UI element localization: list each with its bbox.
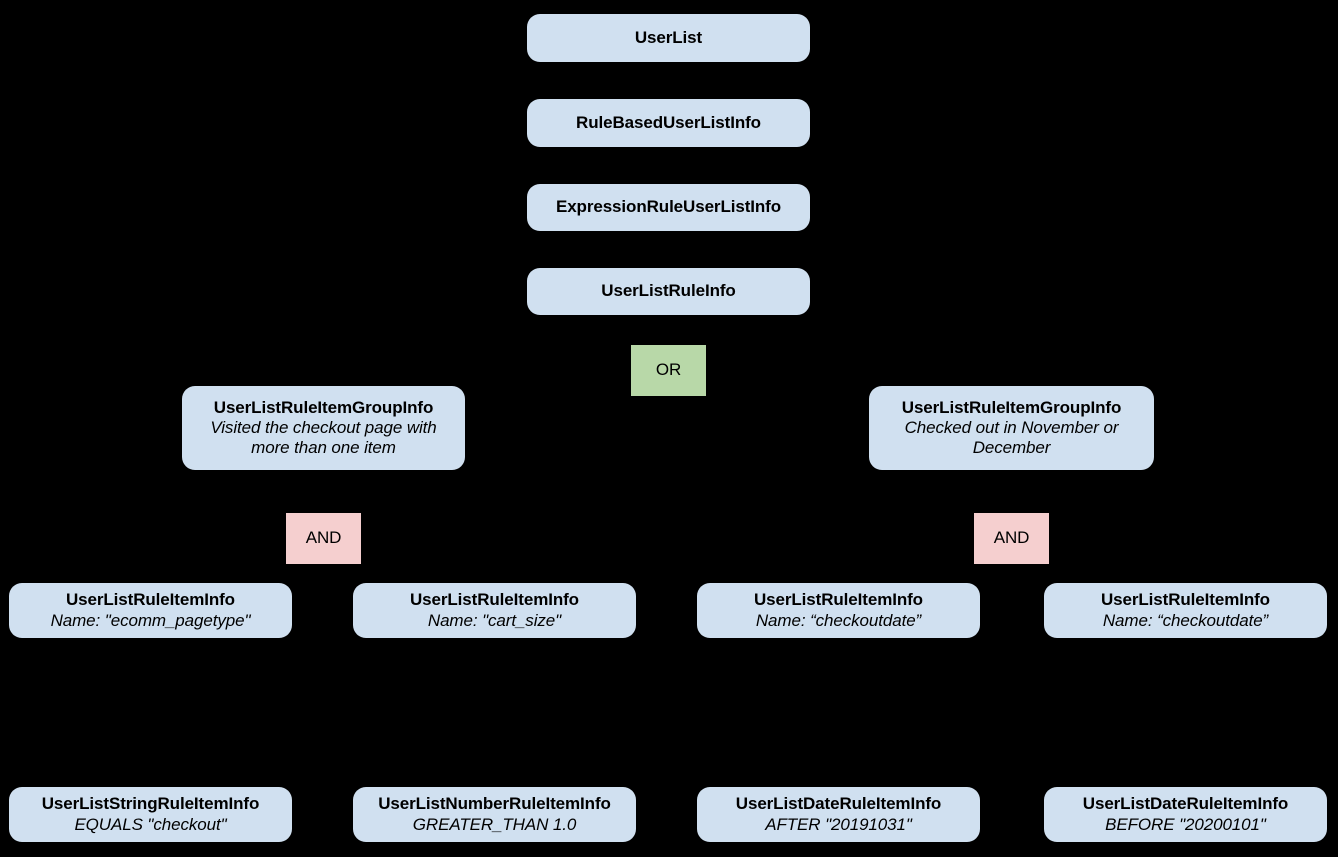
node-item-4[interactable]: UserListRuleItemInfo Name: “checkoutdate… [1044, 583, 1327, 638]
node-group-left-subtitle: Visited the checkout page with more than… [210, 417, 437, 458]
connector-ruleinfo-to-or [668, 315, 670, 345]
connector-and-left-to-item-1 [150, 566, 152, 584]
connector-and-right-to-item-4 [1185, 566, 1187, 584]
node-or-operator-label: OR [655, 360, 682, 380]
node-item-3[interactable]: UserListRuleItemInfo Name: “checkoutdate… [697, 583, 980, 638]
node-leaf-2-title: UserListNumberRuleItemInfo [378, 794, 611, 814]
node-item-4-title: UserListRuleItemInfo [1101, 590, 1270, 610]
node-rule-based-user-list-info-title: RuleBasedUserListInfo [576, 112, 761, 132]
node-group-left-title: UserListRuleItemGroupInfo [213, 397, 434, 417]
node-item-3-title: UserListRuleItemInfo [754, 590, 923, 610]
connector-expression-to-ruleinfo [668, 231, 670, 268]
node-leaf-2-subtitle: GREATER_THAN 1.0 [412, 814, 577, 834]
node-leaf-1[interactable]: UserListStringRuleItemInfo EQUALS "check… [9, 787, 292, 842]
node-leaf-3-subtitle: AFTER "20191031" [765, 814, 912, 834]
node-leaf-4-title: UserListDateRuleItemInfo [1082, 794, 1289, 814]
node-and-right-label: AND [993, 528, 1030, 548]
connector-and-left-to-item-2 [494, 566, 496, 584]
node-group-left[interactable]: UserListRuleItemGroupInfo Visited the ch… [182, 386, 465, 470]
node-item-2-subtitle: Name: "cart_size" [427, 610, 562, 630]
node-group-right[interactable]: UserListRuleItemGroupInfo Checked out in… [869, 386, 1154, 470]
connector-and-right-bus [838, 566, 1186, 568]
node-user-list-rule-info-title: UserListRuleInfo [601, 281, 736, 301]
node-item-4-subtitle: Name: “checkoutdate” [1102, 610, 1269, 630]
node-group-right-subtitle: Checked out in November or December [904, 417, 1119, 458]
node-item-1-subtitle: Name: "ecomm_pagetype" [50, 610, 251, 630]
node-leaf-1-title: UserListStringRuleItemInfo [41, 794, 260, 814]
connector-and-left-bus [150, 566, 495, 568]
node-leaf-1-subtitle: EQUALS "checkout" [74, 814, 227, 834]
node-or-operator[interactable]: OR [631, 345, 706, 396]
connector-and-right-to-item-3 [838, 566, 840, 584]
node-rule-based-user-list-info[interactable]: RuleBasedUserListInfo [527, 99, 810, 147]
node-item-2[interactable]: UserListRuleItemInfo Name: "cart_size" [353, 583, 636, 638]
connector-group-left-to-and [322, 470, 324, 513]
connector-rulebased-to-expression [668, 147, 670, 184]
node-item-2-title: UserListRuleItemInfo [410, 590, 579, 610]
node-leaf-3[interactable]: UserListDateRuleItemInfo AFTER "20191031… [697, 787, 980, 842]
node-and-left[interactable]: AND [286, 513, 361, 564]
connector-group-right-to-and [1010, 470, 1012, 513]
node-and-left-label: AND [305, 528, 342, 548]
node-user-list[interactable]: UserList [527, 14, 810, 62]
connector-item-1-to-leaf-1 [150, 638, 152, 788]
node-item-1[interactable]: UserListRuleItemInfo Name: "ecomm_pagety… [9, 583, 292, 638]
node-item-3-subtitle: Name: “checkoutdate” [755, 610, 922, 630]
node-group-right-title: UserListRuleItemGroupInfo [901, 397, 1122, 417]
node-leaf-4-subtitle: BEFORE "20200101" [1105, 814, 1266, 834]
node-expression-rule-user-list-info-title: ExpressionRuleUserListInfo [555, 197, 782, 217]
node-and-right[interactable]: AND [974, 513, 1049, 564]
node-expression-rule-user-list-info[interactable]: ExpressionRuleUserListInfo [527, 184, 810, 231]
connector-item-3-to-leaf-3 [838, 638, 840, 788]
connector-item-4-to-leaf-4 [1185, 638, 1187, 788]
node-leaf-2[interactable]: UserListNumberRuleItemInfo GREATER_THAN … [353, 787, 636, 842]
node-leaf-3-title: UserListDateRuleItemInfo [735, 794, 942, 814]
connector-userlist-to-rulebased [668, 62, 670, 100]
connector-item-2-to-leaf-2 [494, 638, 496, 788]
node-user-list-rule-info[interactable]: UserListRuleInfo [527, 268, 810, 315]
node-item-1-title: UserListRuleItemInfo [66, 590, 235, 610]
node-user-list-title: UserList [634, 27, 703, 47]
node-leaf-4[interactable]: UserListDateRuleItemInfo BEFORE "2020010… [1044, 787, 1327, 842]
